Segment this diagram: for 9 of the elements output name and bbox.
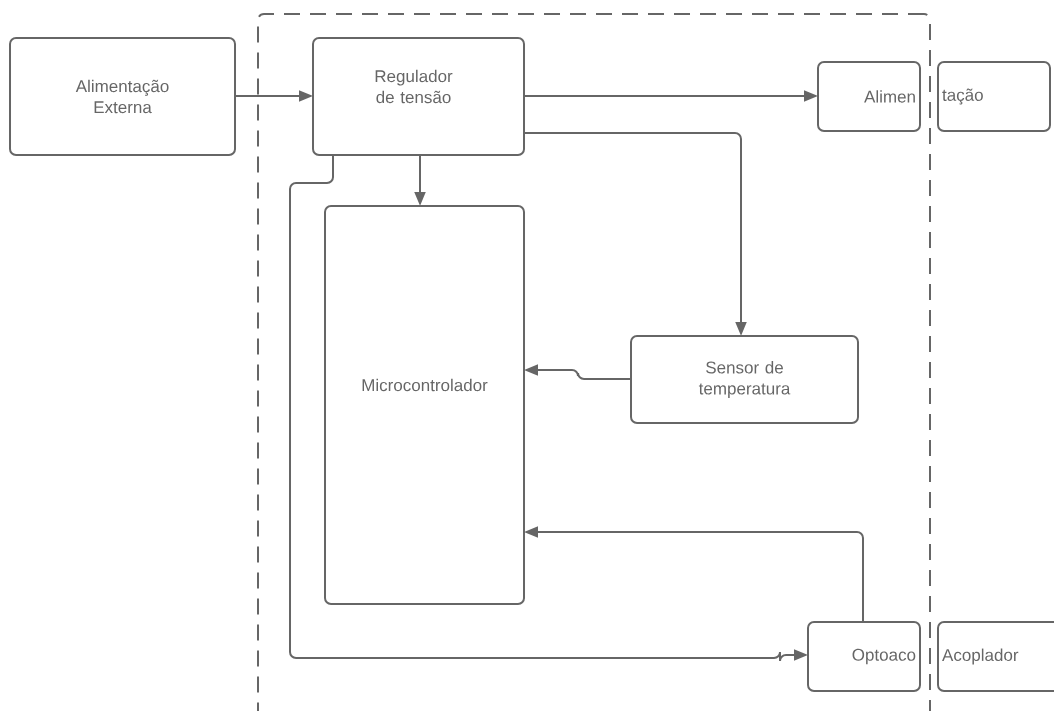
process-box: Alimen: [817, 61, 921, 132]
process-box: Regulador de tensão: [312, 37, 525, 156]
process-box: Microcontrolador: [324, 205, 525, 605]
process-box: Alimentação Externa: [9, 37, 236, 156]
process-box: Optoaco: [807, 621, 921, 692]
process-box: Sensor de temperatura: [630, 335, 859, 424]
process-box: tação: [937, 61, 1051, 132]
process-box: Acoplador: [937, 621, 1054, 692]
boundary-box: [257, 13, 931, 711]
